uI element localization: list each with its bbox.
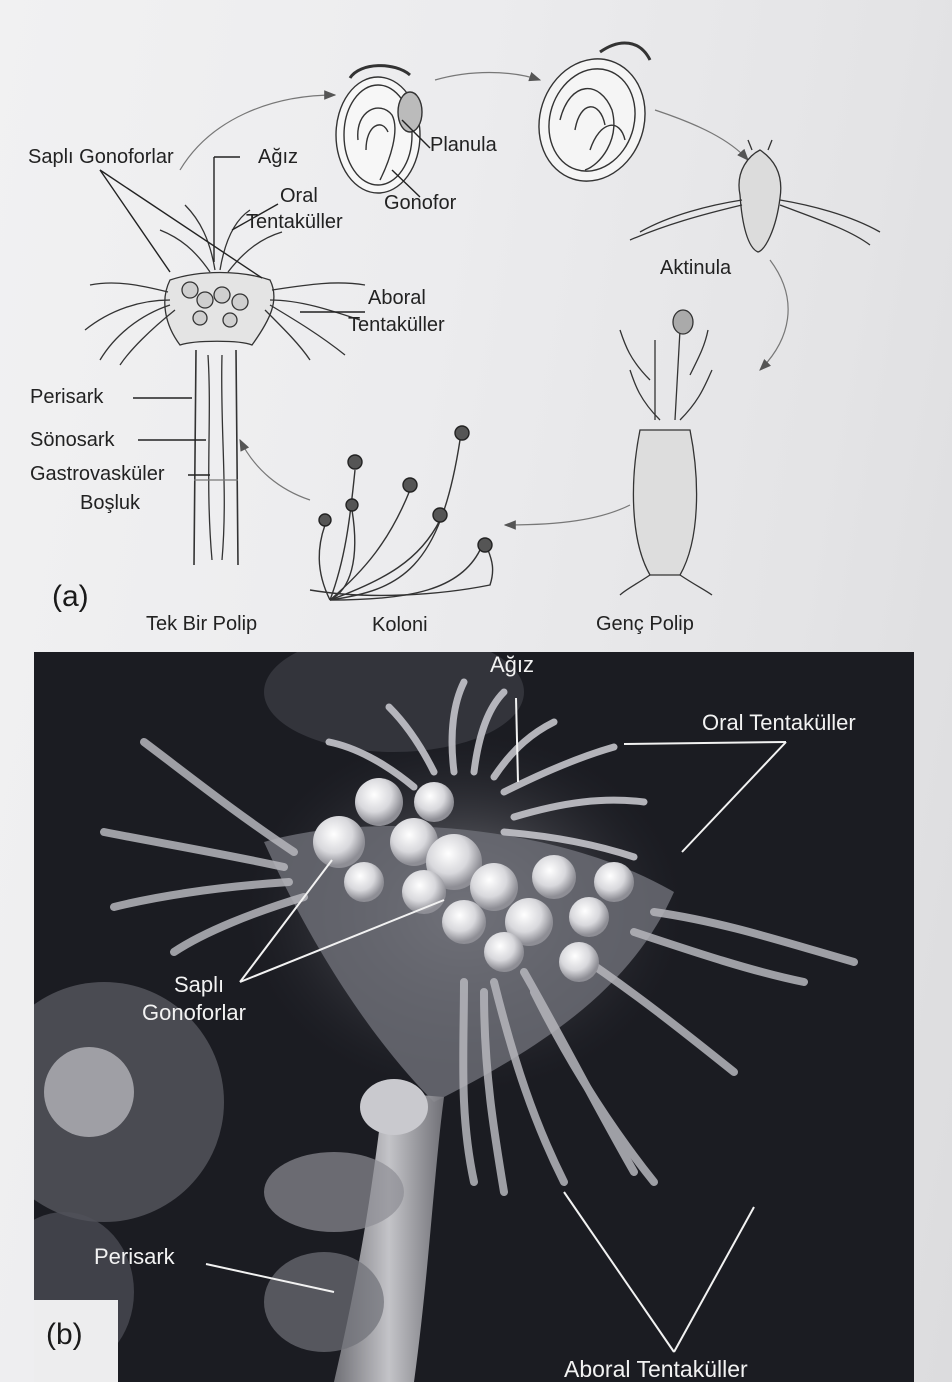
planula-capsule: [335, 64, 423, 194]
caption-genc-polip: Genç Polip: [596, 613, 694, 635]
colony-drawing: [309, 425, 494, 601]
photo-label-aboral-tentakuller: Aboral Tentaküller: [564, 1356, 748, 1382]
label-planula: Planula: [430, 134, 497, 156]
label-aboral: Aboral: [368, 287, 426, 309]
panel-a-letter: (a): [52, 580, 89, 613]
lifecycle-illustration: [84, 41, 881, 601]
label-sonosark: Sönosark: [30, 429, 115, 451]
label-tentakuller: Tentaküller: [246, 211, 343, 233]
label-aktinula: Aktinula: [660, 257, 732, 279]
gonofor-capsule: [538, 41, 652, 182]
cycle-arrows: [179, 71, 789, 530]
label-gonofor: Gonofor: [384, 192, 457, 214]
photo-label-perisark: Perisark: [94, 1244, 175, 1269]
polyp-photo-illustration: [34, 652, 858, 1382]
photo-label-sapli: Saplı: [174, 972, 225, 997]
aktinula-larva: [629, 139, 881, 253]
oral-tentacles: [325, 678, 648, 861]
panel-b-letter: (b): [46, 1318, 83, 1351]
aboral-tentacles: [100, 738, 858, 1196]
leader-lines-a: [99, 119, 431, 476]
gonophores: [313, 778, 634, 982]
young-polyp: [619, 309, 713, 596]
photo-label-oral-tentakuller: Oral Tentaküller: [702, 710, 856, 735]
photo-label-agiz: Ağız: [490, 652, 535, 677]
caption-koloni: Koloni: [372, 614, 428, 636]
label-sapli-gonoforlar: Saplı Gonoforlar: [28, 146, 174, 168]
leader-lines-b: [205, 697, 787, 1353]
panel-b-photo: Ağız Oral Tentaküller Saplı Gonoforlar P…: [34, 652, 914, 1382]
label-gastrovaskuler: Gastrovasküler: [30, 463, 165, 485]
label-oral: Oral: [280, 185, 318, 207]
label-perisark: Perisark: [30, 386, 104, 408]
photo-label-gonoforlar: Gonoforlar: [142, 1000, 246, 1025]
label-bosluk: Boşluk: [80, 492, 141, 514]
label-agiz: Ağız: [258, 146, 299, 168]
label-aboral-tentakuller: Tentaküller: [348, 314, 445, 336]
caption-tek-bir-polip: Tek Bir Polip: [146, 613, 258, 635]
panel-b-letter-box: [34, 1300, 118, 1382]
